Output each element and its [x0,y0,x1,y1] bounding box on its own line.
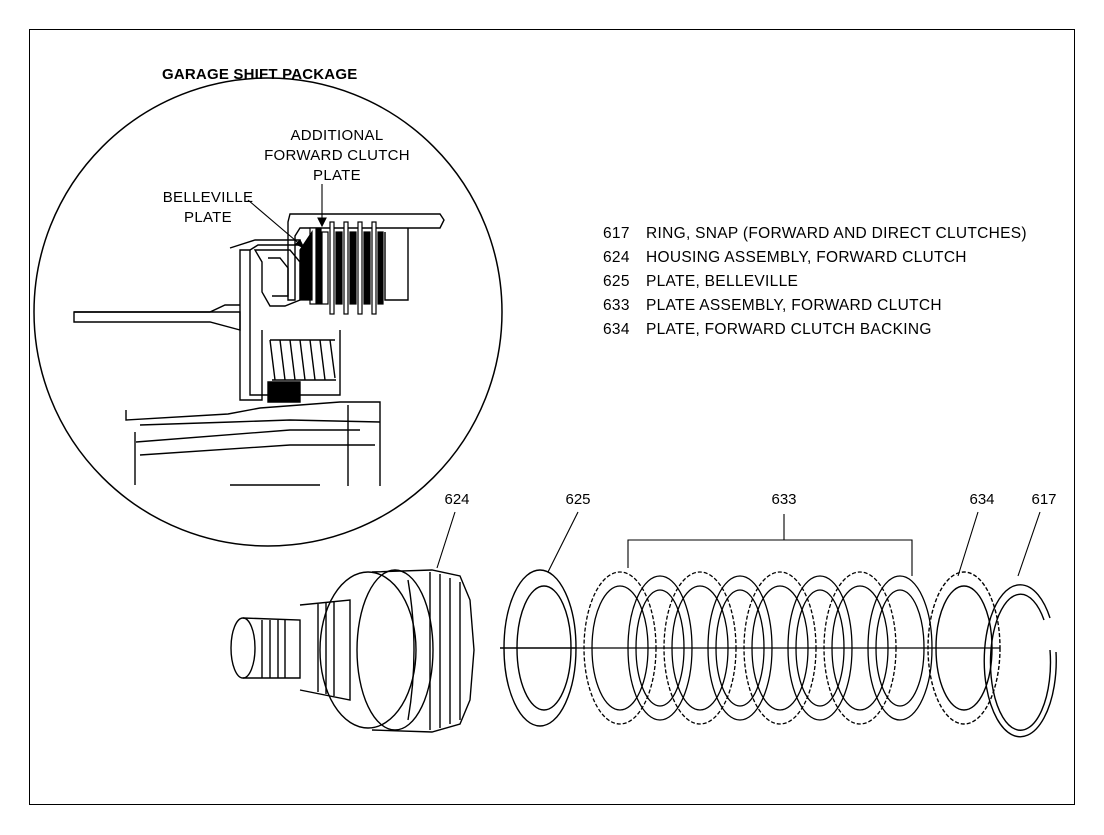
label-line: ADDITIONAL [290,127,384,144]
legend-number: 624 [603,249,630,266]
legend-number: 633 [603,297,630,314]
legend-text: PLATE ASSEMBLY, FORWARD CLUTCH [646,297,942,314]
legend-row: 625 PLATE, BELLEVILLE [603,270,1027,294]
callout-634: 634 [969,491,995,508]
legend-text: PLATE, BELLEVILLE [646,273,799,290]
legend-row: 624 HOUSING ASSEMBLY, FORWARD CLUTCH [603,246,1027,270]
forward-clutch-housing [230,569,475,733]
belleville-plate [500,569,577,727]
parts-legend: 617 RING, SNAP (FORWARD AND DIRECT CLUTCH… [603,222,1027,342]
diagram-frame [29,29,1075,805]
callout-625: 625 [565,491,591,508]
belleville-plate-label: BELLEVILLE PLATE [154,188,262,228]
callout-leaders [436,511,1041,577]
snap-ring [983,584,1057,738]
label-line: FORWARD CLUTCH [264,147,410,164]
label-line: PLATE [313,167,361,184]
label-line: PLATE [184,209,232,226]
inset-title: GARAGE SHIFT PACKAGE [162,66,358,83]
backing-plate [927,571,1001,725]
clutch-plate-stack [576,571,1000,725]
callout-633: 633 [771,491,797,508]
legend-text: PLATE, FORWARD CLUTCH BACKING [646,321,932,338]
legend-text: HOUSING ASSEMBLY, FORWARD CLUTCH [646,249,967,266]
inset-leaders [247,184,327,250]
callout-617: 617 [1031,491,1057,508]
inset-clutch-plates [299,221,384,315]
additional-forward-clutch-plate-label: ADDITIONAL FORWARD CLUTCH PLATE [262,126,412,186]
legend-row: 633 PLATE ASSEMBLY, FORWARD CLUTCH [603,294,1027,318]
inset-circle [33,77,503,547]
inset-cross-section [73,213,445,486]
legend-row: 634 PLATE, FORWARD CLUTCH BACKING [603,318,1027,342]
legend-number: 617 [603,225,630,242]
legend-number: 625 [603,273,630,290]
legend-text: RING, SNAP (FORWARD AND DIRECT CLUTCHES) [646,225,1027,242]
legend-number: 634 [603,321,630,338]
legend-row: 617 RING, SNAP (FORWARD AND DIRECT CLUTCH… [603,222,1027,246]
callout-624: 624 [444,491,470,508]
label-line: BELLEVILLE [162,189,254,206]
